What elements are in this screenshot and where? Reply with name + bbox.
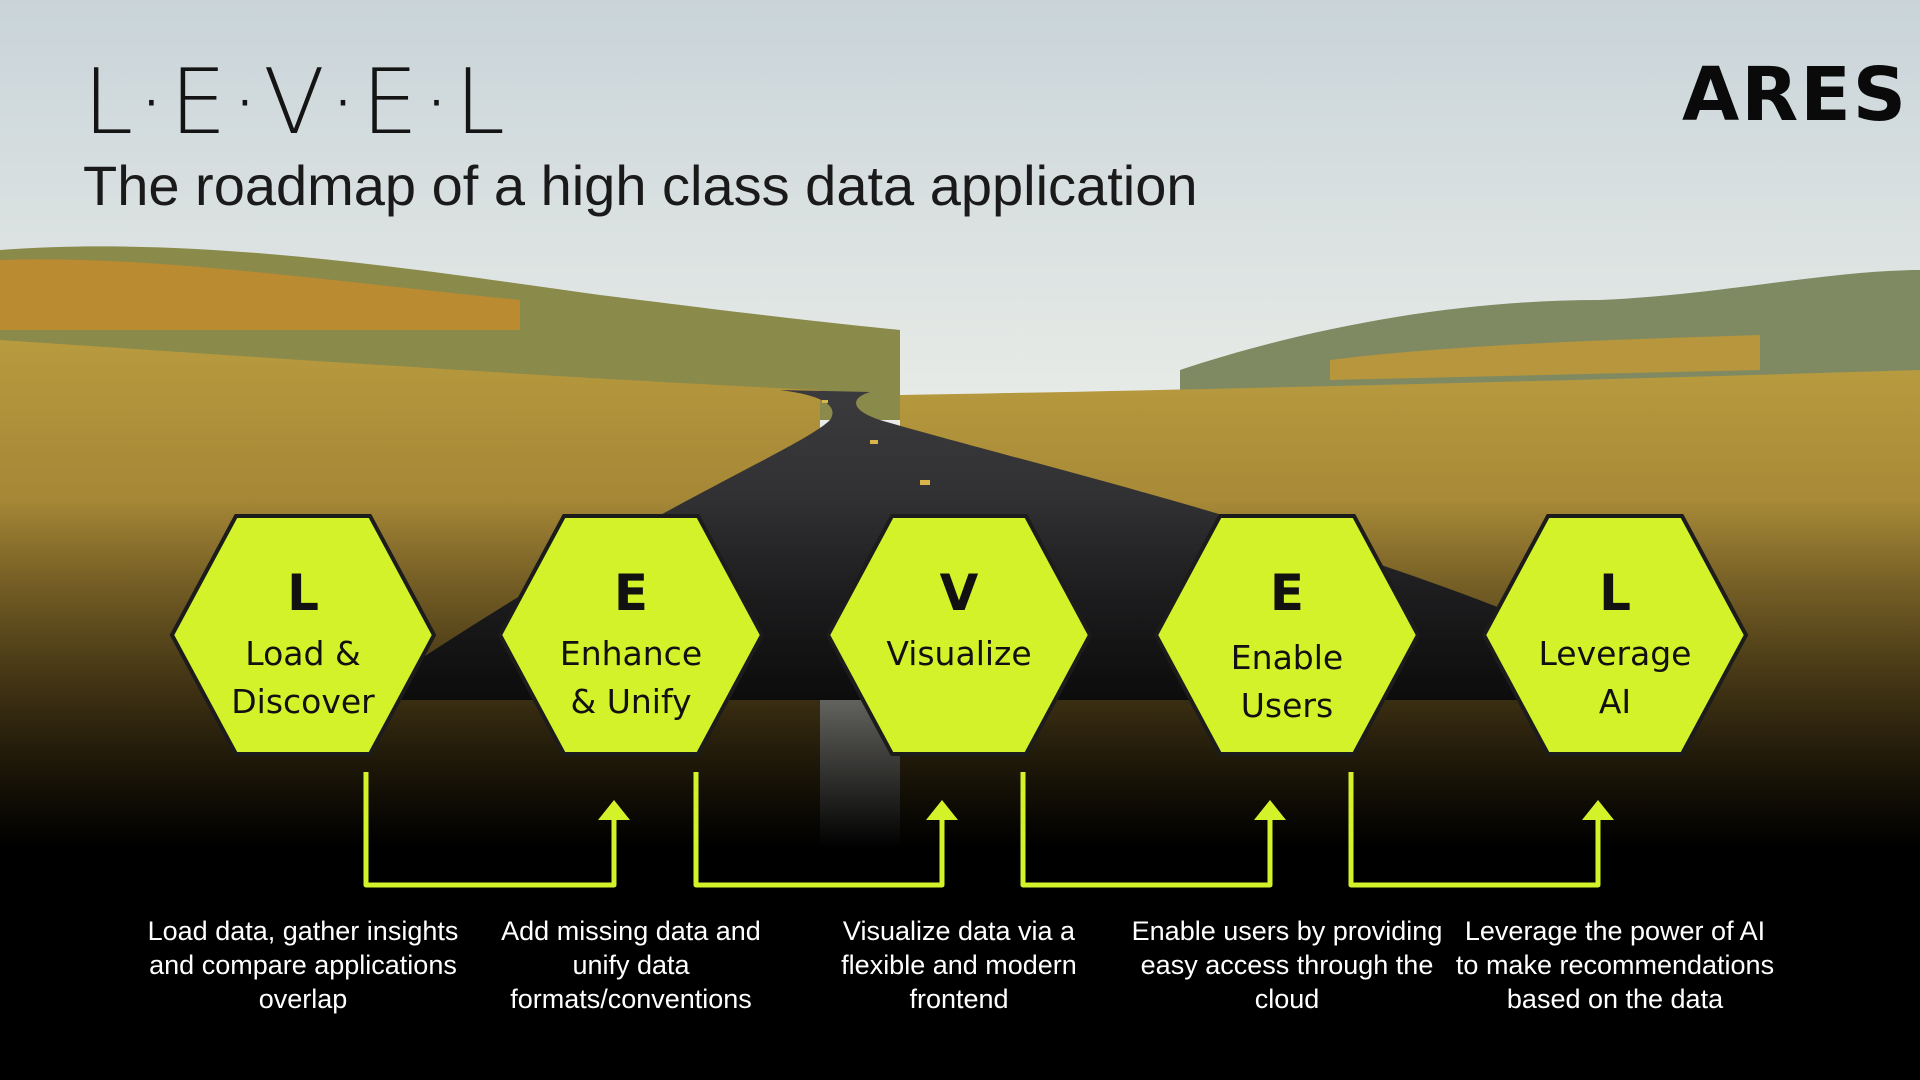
step-5-description: Leverage the power of AI to make recomme…: [1455, 916, 1775, 1014]
step-1-description: Load data, gather insights and compare a…: [147, 916, 459, 1014]
step-2-label: Enhance & Unify: [559, 634, 703, 721]
hexagon-enhance-unify: [497, 514, 765, 756]
hexagon-leverage-ai: [1481, 514, 1749, 756]
page-subtitle: The roadmap of a high class data applica…: [83, 154, 1198, 217]
step-4-description: Enable users by providing easy access th…: [1131, 916, 1443, 1014]
step-5-letter: L: [1599, 564, 1631, 622]
step-1-label: Load & Discover: [231, 634, 375, 721]
connector-arrow-1: [363, 772, 617, 888]
step-4-letter: E: [1269, 564, 1305, 622]
arrowhead-3: [1254, 800, 1286, 820]
step-3-description: Visualize data via a flexible and modern…: [841, 916, 1077, 1014]
step-3-label: Visualize: [886, 634, 1032, 673]
hexagon-load-discover: [169, 514, 437, 756]
connector-arrow-3: [1020, 772, 1273, 888]
step-2-description: Add missing data and unify data formats/…: [501, 916, 761, 1014]
arrowhead-4: [1582, 800, 1614, 820]
hexagon-visualize: [825, 514, 1093, 756]
arrowhead-2: [926, 800, 958, 820]
step-2-letter: E: [613, 564, 649, 622]
step-5-label: Leverage AI: [1538, 634, 1692, 721]
page-title: L·E·V·E·L: [83, 50, 510, 155]
hexagon-enable-users: [1153, 514, 1421, 756]
step-3-letter: V: [939, 564, 979, 622]
arrowhead-1: [598, 800, 630, 820]
step-4-label: Enable Users: [1230, 638, 1344, 725]
connector-arrow-2: [693, 772, 945, 888]
ares-logo: ARES: [1682, 52, 1909, 138]
connector-arrow-4: [1348, 772, 1601, 888]
step-1-letter: L: [287, 564, 319, 622]
